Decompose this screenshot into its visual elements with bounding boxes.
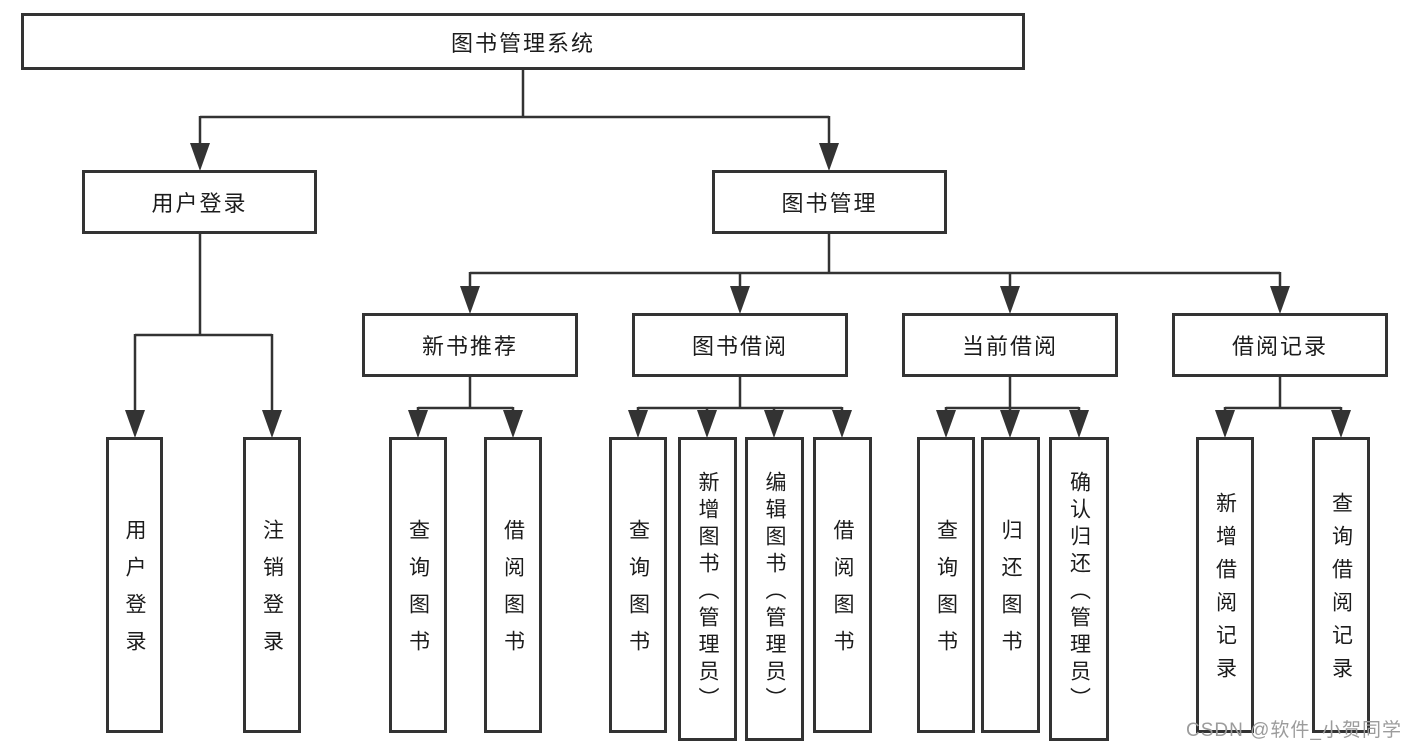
edge-userlogin-to-leaves bbox=[133, 234, 274, 414]
node-current-borrow: 当前借阅 bbox=[902, 313, 1118, 377]
leaf-recommend-borrow-books-label: 借阅图书 bbox=[501, 519, 525, 667]
node-user-login-label: 用户登录 bbox=[151, 191, 248, 216]
edge-bookborrow-to-leaves bbox=[636, 377, 844, 414]
leaf-borrow-borrow-books-label: 借阅图书 bbox=[831, 519, 854, 667]
node-book-borrow-label: 图书借阅 bbox=[691, 334, 788, 359]
arrowheads bbox=[125, 143, 1351, 438]
edge-records-to-leaves bbox=[1223, 377, 1343, 414]
leaf-borrow-query-books: 查询图书 bbox=[609, 437, 667, 733]
leaf-add-borrow-record: 新增借阅记录 bbox=[1196, 437, 1254, 733]
node-root: 图书管理系统 bbox=[21, 13, 1025, 70]
leaf-user-login: 用户登录 bbox=[106, 437, 163, 733]
leaf-recommend-query-books: 查询图书 bbox=[389, 437, 447, 733]
edge-root-to-level2 bbox=[198, 70, 831, 148]
leaf-query-borrow-record-label: 查询借阅记录 bbox=[1329, 492, 1353, 690]
csdn-watermark: CSDN @软件_小贺同学 bbox=[1186, 720, 1402, 741]
edge-newbook-to-leaves bbox=[416, 377, 515, 414]
leaf-edit-books-admin: 编辑图书（管理员） bbox=[745, 437, 804, 741]
edge-currentborrow-to-leaves bbox=[944, 377, 1081, 414]
node-new-book-recommend-label: 新书推荐 bbox=[421, 334, 518, 359]
leaf-logout-login-label: 注销登录 bbox=[260, 519, 284, 667]
node-current-borrow-label: 当前借阅 bbox=[961, 334, 1058, 359]
leaf-query-borrow-record: 查询借阅记录 bbox=[1312, 437, 1370, 733]
node-user-login: 用户登录 bbox=[82, 170, 317, 234]
edge-bookmgmt-to-level3 bbox=[468, 234, 1282, 290]
node-root-label: 图书管理系统 bbox=[450, 30, 595, 56]
leaf-logout-login: 注销登录 bbox=[243, 437, 301, 733]
leaf-confirm-return-admin: 确认归还（管理员） bbox=[1049, 437, 1109, 741]
leaf-current-query-books-label: 查询图书 bbox=[934, 519, 958, 667]
leaf-edit-books-admin-label: 编辑图书（管理员） bbox=[763, 470, 786, 714]
node-book-borrow: 图书借阅 bbox=[632, 313, 848, 377]
leaf-add-books-admin: 新增图书（管理员） bbox=[678, 437, 737, 741]
node-borrow-records: 借阅记录 bbox=[1172, 313, 1388, 377]
node-new-book-recommend: 新书推荐 bbox=[362, 313, 578, 377]
leaf-recommend-borrow-books: 借阅图书 bbox=[484, 437, 542, 733]
leaf-current-query-books: 查询图书 bbox=[917, 437, 975, 733]
leaf-add-borrow-record-label: 新增借阅记录 bbox=[1213, 492, 1237, 690]
node-book-management-label: 图书管理 bbox=[781, 191, 878, 216]
node-borrow-records-label: 借阅记录 bbox=[1231, 334, 1328, 359]
leaf-borrow-query-books-label: 查询图书 bbox=[626, 519, 650, 667]
leaf-borrow-borrow-books: 借阅图书 bbox=[813, 437, 872, 733]
leaf-user-login-label: 用户登录 bbox=[123, 519, 146, 667]
leaf-confirm-return-admin-label: 确认归还（管理员） bbox=[1067, 470, 1091, 714]
leaf-recommend-query-books-label: 查询图书 bbox=[406, 519, 430, 667]
node-book-management: 图书管理 bbox=[712, 170, 947, 234]
leaf-return-books-label: 归还图书 bbox=[999, 519, 1022, 667]
leaf-return-books: 归还图书 bbox=[981, 437, 1040, 733]
leaf-add-books-admin-label: 新增图书（管理员） bbox=[696, 470, 719, 714]
